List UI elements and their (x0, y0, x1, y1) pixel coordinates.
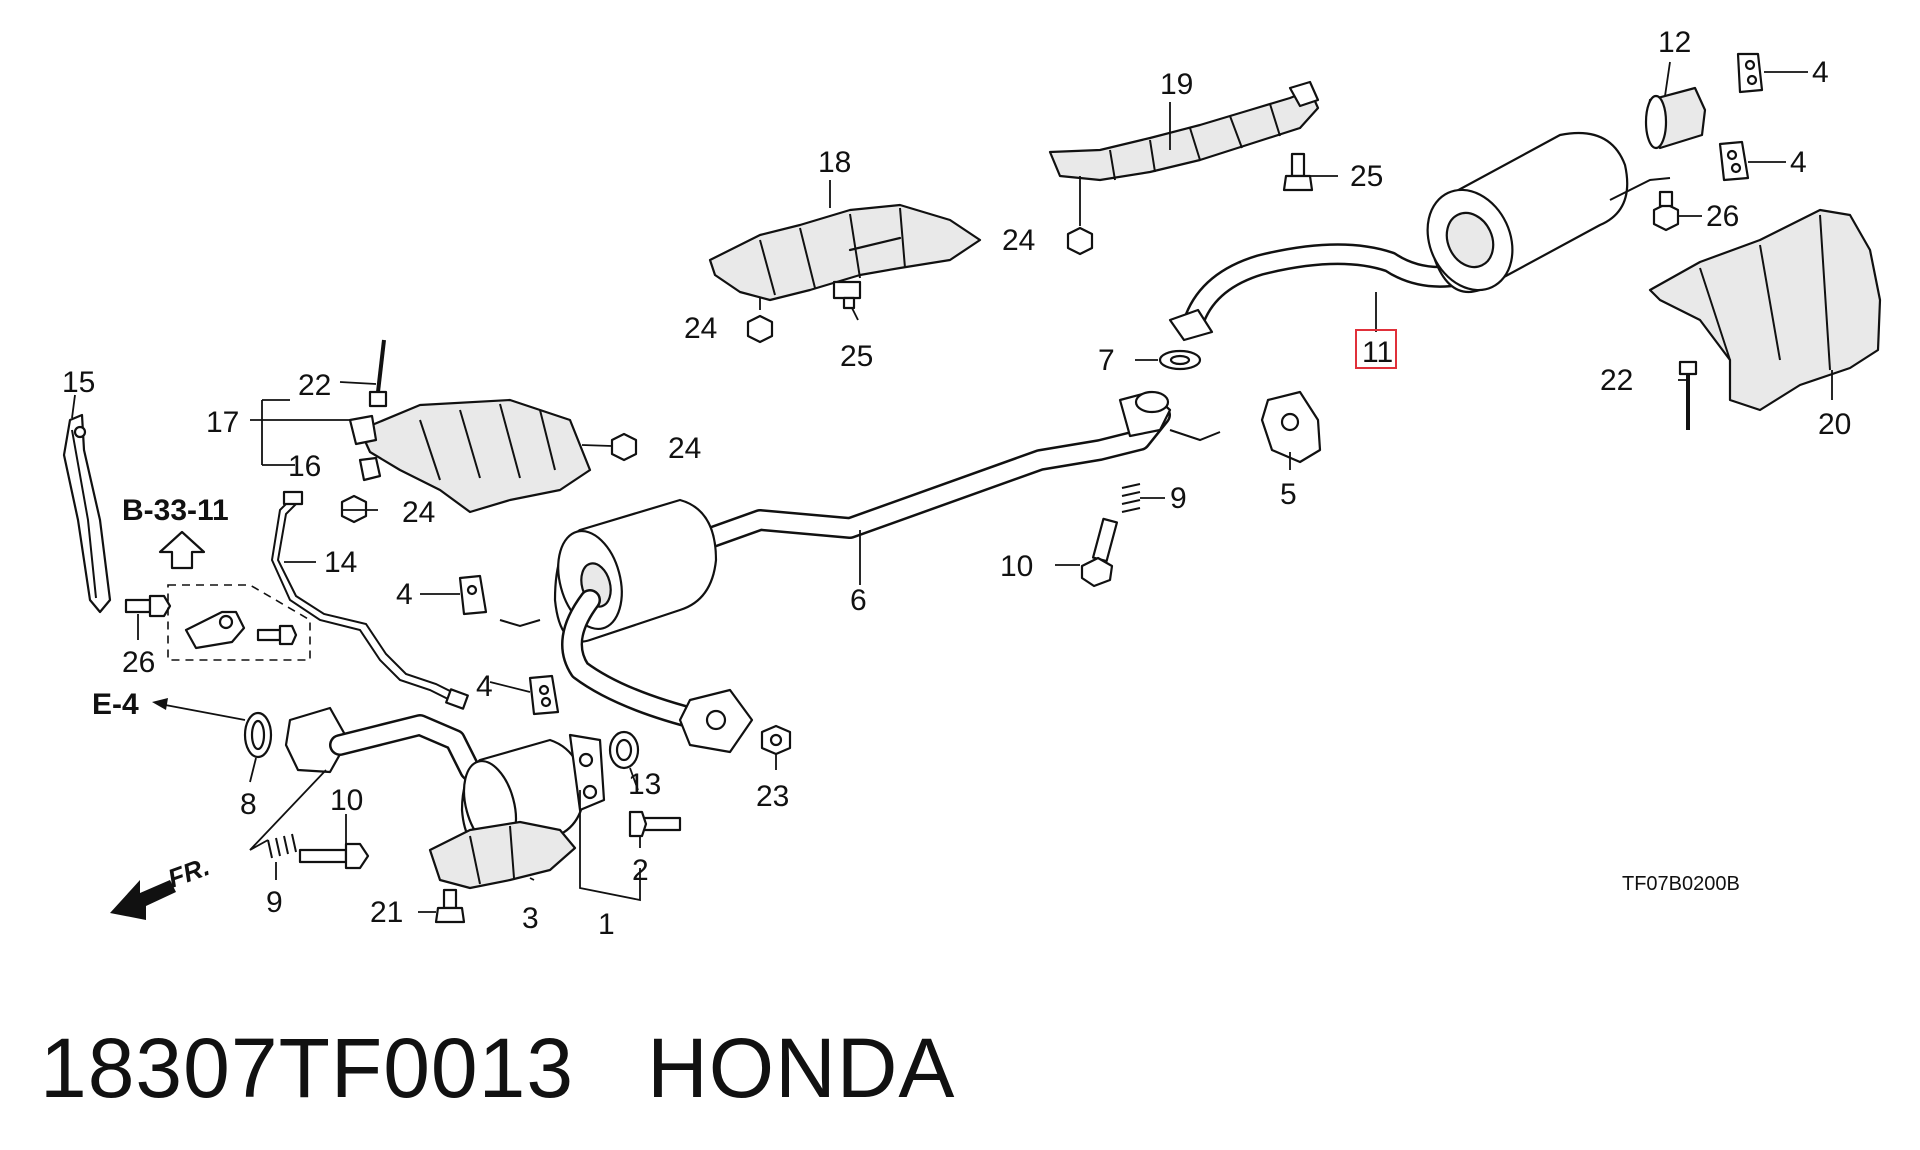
part-24-nut-b[interactable] (340, 494, 368, 524)
callout-22[interactable]: 22 (298, 369, 331, 402)
callout-17[interactable]: 17 (206, 406, 239, 439)
part-19-heat-shield[interactable] (1048, 80, 1320, 182)
leader-lines (71, 61, 1833, 913)
part-10-bolt-right[interactable] (1080, 517, 1119, 588)
callout-1[interactable]: 1 (598, 908, 615, 941)
part-1-catalytic-converter[interactable] (284, 706, 606, 855)
callout-26[interactable]: 26 (122, 646, 155, 679)
callout-18[interactable]: 18 (818, 146, 851, 179)
part-4-hanger-a[interactable] (1736, 52, 1764, 94)
part-24-nut-c[interactable] (746, 314, 774, 344)
part-12-clamp[interactable] (1644, 86, 1707, 150)
callout-labels: 15 22 17 16 24 24 18 24 25 19 25 24 12 4… (62, 26, 1851, 941)
part-9-spring-right[interactable] (1121, 483, 1141, 513)
callout-25[interactable]: 25 (1350, 160, 1383, 193)
callout-4[interactable]: 4 (396, 578, 413, 611)
callout-22[interactable]: 22 (1600, 364, 1633, 397)
callout-24[interactable]: 24 (684, 312, 717, 345)
callout-4[interactable]: 4 (1812, 56, 1829, 89)
brand-name: HONDA (647, 1021, 956, 1115)
part-7-gasket[interactable] (1158, 349, 1202, 371)
callout-24[interactable]: 24 (1002, 224, 1035, 257)
part-number: 18307TF0013 (40, 1021, 575, 1115)
callout-4[interactable]: 4 (1790, 146, 1807, 179)
bracket-inset (167, 584, 311, 661)
part-title: 18307TF0013 HONDA (40, 1020, 955, 1117)
part-4-hanger-b[interactable] (1718, 140, 1750, 182)
callout-5[interactable]: 5 (1280, 478, 1297, 511)
highlight-box-11 (1355, 329, 1397, 369)
callout-7[interactable]: 7 (1098, 344, 1115, 377)
part-20-heat-shield[interactable] (1648, 208, 1882, 412)
part-26-bolt-right[interactable] (1652, 190, 1680, 232)
part-4-hanger-d[interactable] (528, 674, 560, 716)
part-25-bolt-b[interactable] (1282, 152, 1314, 192)
front-arrow-shape (110, 880, 176, 920)
part-24-nut-d[interactable] (1066, 226, 1094, 256)
callout-14[interactable]: 14 (324, 546, 357, 579)
part-15-bracket[interactable] (62, 413, 112, 614)
part-22-bolt-upper[interactable] (368, 339, 388, 408)
callout-25[interactable]: 25 (840, 340, 873, 373)
callout-8[interactable]: 8 (240, 788, 257, 821)
callout-2[interactable]: 2 (632, 854, 649, 887)
callout-16[interactable]: 16 (288, 450, 321, 483)
callout-24[interactable]: 24 (668, 432, 701, 465)
callout-9[interactable]: 9 (266, 886, 283, 919)
callout-23[interactable]: 23 (756, 780, 789, 813)
callout-26[interactable]: 26 (1706, 200, 1739, 233)
callout-9[interactable]: 9 (1170, 482, 1187, 515)
part-8-gasket[interactable] (243, 711, 273, 759)
part-11-rear-muffler[interactable] (1168, 131, 1671, 342)
callout-24[interactable]: 24 (402, 496, 435, 529)
callout-21[interactable]: 21 (370, 896, 403, 929)
part-22-bolt-right[interactable] (1678, 360, 1698, 430)
part-21-bolt[interactable] (434, 888, 466, 924)
callout-20[interactable]: 20 (1818, 408, 1851, 441)
part-23-nut[interactable] (760, 724, 792, 756)
part-4-hanger-c[interactable] (458, 574, 488, 616)
callout-10[interactable]: 10 (330, 784, 363, 817)
part-13-gasket[interactable] (608, 730, 640, 770)
part-24-nut-a[interactable] (610, 432, 638, 462)
callout-3[interactable]: 3 (522, 902, 539, 935)
part-2-bolt[interactable] (628, 810, 682, 838)
front-arrow-label: FR. (164, 851, 214, 894)
part-18-heat-shield[interactable] (708, 203, 982, 302)
part-3-heat-shield[interactable] (428, 820, 577, 890)
part-25-bolt-a[interactable] (832, 280, 862, 310)
part-10-bolt-left[interactable] (298, 842, 370, 870)
callout-4[interactable]: 4 (476, 670, 493, 703)
part-9-spring-left[interactable] (267, 833, 297, 859)
part-14-sensor[interactable] (270, 490, 469, 710)
callout-6[interactable]: 6 (850, 584, 867, 617)
callout-11[interactable]: 11 (1362, 336, 1393, 369)
part-5-hanger[interactable] (1260, 390, 1322, 464)
callout-12[interactable]: 12 (1658, 26, 1691, 59)
part-6-center-pipe[interactable] (499, 390, 1221, 754)
diagram-code: TF07B0200B (1622, 873, 1740, 895)
callout-13[interactable]: 13 (628, 768, 661, 801)
ref-b-33-11[interactable]: B-33-11 (122, 494, 229, 527)
part-17-heat-shield[interactable] (348, 398, 592, 514)
part-16-clip[interactable] (358, 456, 382, 482)
callout-10[interactable]: 10 (1000, 550, 1033, 583)
part-26-bolt-left[interactable] (124, 594, 172, 618)
up-arrow (158, 530, 206, 570)
callout-19[interactable]: 19 (1160, 68, 1193, 101)
e4-arrow (152, 698, 246, 721)
ref-e-4[interactable]: E-4 (92, 688, 139, 721)
callout-15[interactable]: 15 (62, 366, 95, 399)
